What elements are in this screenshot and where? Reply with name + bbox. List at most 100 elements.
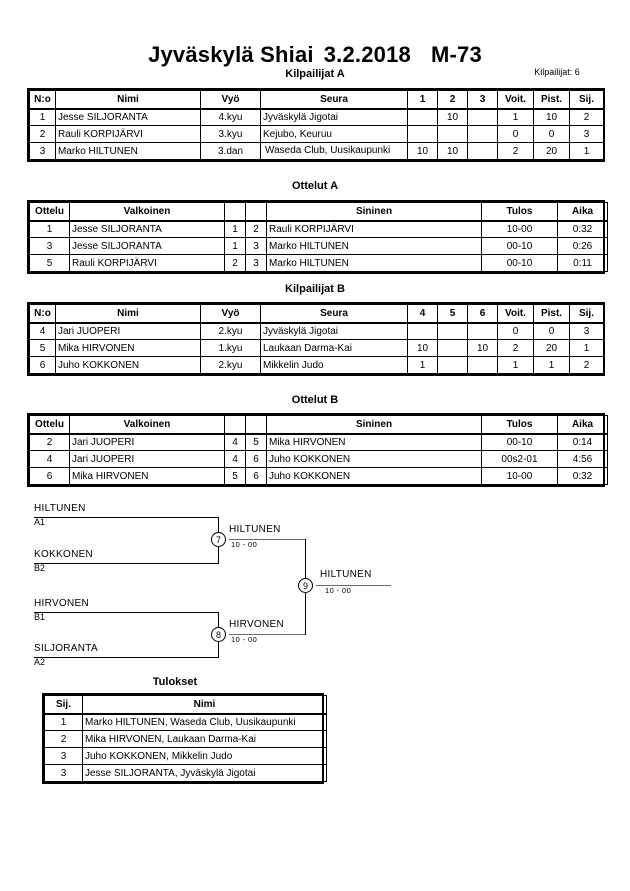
cell-m3: [467, 125, 498, 143]
cell-m1: [407, 125, 438, 143]
cell-rank: 2: [44, 730, 83, 748]
col-blue-no: [245, 415, 267, 435]
competitor-count: Kilpailijat: 6: [534, 67, 580, 77]
cell-points: 10: [533, 108, 570, 126]
results-title: Tulokset: [152, 676, 198, 688]
cell-m4: [407, 322, 438, 340]
col-m6: 6: [467, 304, 498, 324]
cell-result: 10-00: [481, 220, 558, 238]
cell-m5: [437, 322, 468, 340]
cell-name: Rauli KORPIJÄRVI: [55, 125, 201, 143]
cell-white-no: 5: [224, 467, 246, 485]
cell-belt: 3.dan: [200, 142, 261, 160]
table-row: 6 Juho KOKKONEN 2.kyu Mikkelin Judo 1 1 …: [29, 356, 604, 374]
pool-a-table: N:o Nimi Vyö Seura 1 2 3 Voit. Pist. Sij…: [27, 88, 605, 162]
cell-time: 0:26: [557, 237, 608, 255]
cell-club: Kejubo, Keuruu: [260, 125, 408, 143]
pool-b-title: Kilpailijat B: [285, 283, 345, 295]
cell-white-no: 1: [224, 237, 246, 255]
cell-time: 0:32: [557, 220, 608, 238]
matches-b-title: Ottelut B: [291, 394, 339, 406]
col-wins: Voit.: [497, 90, 534, 110]
table-row: 5 Mika HIRVONEN 1.kyu Laukaan Darma-Kai …: [29, 339, 604, 357]
pool-b-table: N:o Nimi Vyö Seura 4 5 6 Voit. Pist. Sij…: [27, 302, 605, 376]
col-blue-no: [245, 202, 267, 222]
cell-result: 00-10: [481, 433, 558, 451]
bracket-entry-seed: A2: [34, 657, 46, 667]
col-points: Pist.: [533, 90, 570, 110]
cell-no: 1: [29, 108, 56, 126]
col-match: Ottelu: [29, 202, 70, 222]
cell-time: 4:56: [557, 450, 608, 468]
cell-belt: 3.kyu: [200, 125, 261, 143]
col-m1: 1: [407, 90, 438, 110]
cell-no: 4: [29, 322, 56, 340]
table-header-row: Sij. Nimi: [44, 695, 327, 715]
bracket-semifinal-bottom-score: 10 - 00: [231, 635, 258, 644]
cell-points: 20: [533, 142, 570, 160]
cell-white: Jari JUOPERI: [69, 433, 225, 451]
cell-blue: Juho KOKKONEN: [266, 467, 482, 485]
col-m4: 4: [407, 304, 438, 324]
bracket-node-8: 8: [211, 627, 226, 642]
cell-wins: 0: [497, 125, 534, 143]
cell-blue-no: 2: [245, 220, 267, 238]
cell-m3: [467, 142, 498, 160]
cell-rank: 3: [569, 322, 604, 340]
col-club: Seura: [260, 90, 408, 110]
cell-wins: 0: [497, 322, 534, 340]
col-m5: 5: [437, 304, 468, 324]
cell-rank: 2: [569, 356, 604, 374]
cell-blue-no: 3: [245, 254, 267, 272]
results-table: Sij. Nimi 1 Marko HILTUNEN, Waseda Club,…: [42, 693, 327, 784]
table-row: 4 Jari JUOPERI 4 6 Juho KOKKONEN 00s2-01…: [29, 450, 608, 468]
table-row: 3 Marko HILTUNEN 3.dan Waseda Club, Uusi…: [29, 142, 604, 160]
cell-belt: 2.kyu: [200, 322, 261, 340]
table-row: 1 Marko HILTUNEN, Waseda Club, Uusikaupu…: [44, 713, 327, 731]
cell-m2: [437, 125, 468, 143]
col-result: Tulos: [481, 415, 558, 435]
bracket-node-9: 9: [298, 578, 313, 593]
table-header-row: Ottelu Valkoinen Sininen Tulos Aika: [29, 415, 608, 435]
table-row: 1 Jesse SILJORANTA 1 2 Rauli KORPIJÄRVI …: [29, 220, 608, 238]
cell-white-no: 4: [224, 433, 246, 451]
bracket-line: [34, 563, 218, 564]
cell-club: Jyväskylä Jigotai: [260, 108, 408, 126]
cell-blue-no: 5: [245, 433, 267, 451]
col-name: Nimi: [55, 90, 201, 110]
col-name: Nimi: [55, 304, 201, 324]
bracket-semifinal-top-score: 10 - 00: [231, 540, 258, 549]
cell-match: 3: [29, 237, 70, 255]
cell-time: 0:32: [557, 467, 608, 485]
col-wins: Voit.: [497, 304, 534, 324]
cell-white: Jesse SILJORANTA: [69, 220, 225, 238]
cell-no: 2: [29, 125, 56, 143]
cell-m3: [467, 108, 498, 126]
cell-result: 10-00: [481, 467, 558, 485]
cell-rank: 1: [44, 713, 83, 731]
bracket-entry-seed: A1: [34, 517, 46, 527]
table-row: 4 Jari JUOPERI 2.kyu Jyväskylä Jigotai 0…: [29, 322, 604, 340]
cell-club-text: Waseda Club, Uusikaupunki: [265, 145, 391, 156]
cell-wins: 2: [497, 142, 534, 160]
bracket-entry-name: HIRVONEN: [34, 598, 90, 609]
col-no: N:o: [29, 304, 56, 324]
table-row: 1 Jesse SILJORANTA 4.kyu Jyväskylä Jigot…: [29, 108, 604, 126]
cell-wins: 1: [497, 108, 534, 126]
cell-m4: 1: [407, 356, 438, 374]
cell-belt: 4.kyu: [200, 108, 261, 126]
cell-club: Mikkelin Judo: [260, 356, 408, 374]
col-white: Valkoinen: [69, 202, 225, 222]
cell-blue: Rauli KORPIJÄRVI: [266, 220, 482, 238]
cell-club: Laukaan Darma-Kai: [260, 339, 408, 357]
col-rank: Sij.: [569, 304, 604, 324]
col-match: Ottelu: [29, 415, 70, 435]
cell-white: Jari JUOPERI: [69, 450, 225, 468]
cell-wins: 2: [497, 339, 534, 357]
cell-m6: [467, 356, 498, 374]
bracket-entry-name: HILTUNEN: [34, 503, 86, 514]
bracket-entry-seed: B2: [34, 563, 46, 573]
col-rank: Sij.: [44, 695, 83, 715]
table-row: 2 Jari JUOPERI 4 5 Mika HIRVONEN 00-10 0…: [29, 433, 608, 451]
